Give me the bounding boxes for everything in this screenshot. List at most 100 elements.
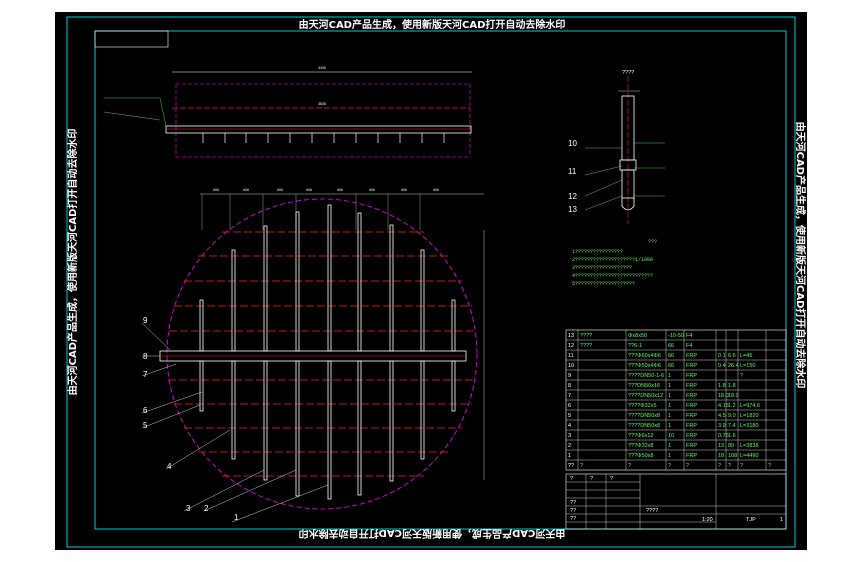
watermark-right: 由天河CAD产品生成，使用新版天河CAD打开自动去除水印	[794, 122, 807, 389]
table-cell: ?	[628, 463, 631, 469]
table-cell: ????DN50-1-6	[628, 373, 664, 379]
title-mark: ??	[570, 508, 576, 514]
table-cell: FRP	[686, 413, 697, 419]
table-cell: 26.4	[728, 363, 739, 369]
table-row: ??????????	[568, 463, 771, 469]
table-cell: 12	[568, 343, 574, 349]
table-cell: 1	[668, 423, 671, 429]
table-cell: 6	[568, 403, 571, 409]
plan-dimension-marks: #0# #0# #0# #0# #0# #0# #0# #0#	[213, 188, 439, 192]
table-cell: ??	[568, 463, 574, 469]
table-cell: ???Φ50x8	[628, 453, 654, 459]
callout: 6	[143, 406, 148, 415]
table-cell: ?	[768, 463, 771, 469]
callout: 12	[568, 192, 577, 201]
corner-box	[94, 30, 169, 48]
elevation-view: 4490 3838	[103, 66, 472, 158]
table-cell: 2	[568, 443, 571, 449]
table-cell: 1	[668, 403, 671, 409]
outer-frame	[66, 16, 796, 548]
table-cell: 1.6	[728, 433, 736, 439]
table-cell: FRP	[686, 403, 697, 409]
callout: 8	[143, 352, 148, 361]
table-cell: 1	[668, 453, 671, 459]
callout: 4	[167, 462, 172, 471]
table-cell: 13	[568, 333, 574, 339]
table-cell: 3	[568, 433, 571, 439]
table-cell: FRP	[686, 453, 697, 459]
table-cell: ???Φ6x12	[628, 433, 654, 439]
table-cell: ?	[686, 463, 689, 469]
table-cell: F4	[686, 333, 692, 339]
title-block: ? ? ? ?? ?? ?? ???? 1:20 TJP 1	[565, 473, 787, 530]
table-cell: L=974.6	[740, 403, 760, 409]
table-cell: FRP	[686, 363, 697, 369]
table-cell: ????DN50x8	[628, 423, 660, 429]
title-ratio: 1:20	[702, 517, 713, 523]
table-cell: 18.0	[718, 393, 729, 399]
svg-text:#0#: #0#	[433, 188, 439, 192]
table-cell: ?	[668, 463, 671, 469]
table-cell: 7.4	[728, 423, 736, 429]
table-cell: 18	[718, 453, 724, 459]
table-cell: 1.8	[728, 383, 736, 389]
table-cell: ???Φ50x4Φ6	[628, 363, 661, 369]
table-cell: 108	[728, 453, 737, 459]
table-cell: ?	[728, 463, 731, 469]
table-cell: 0.1	[718, 353, 726, 359]
svg-text:#0#: #0#	[277, 188, 283, 192]
table-cell: ??6-1	[628, 343, 642, 349]
watermark-bottom: 由天河CAD产品生成，使用新版天河CAD打开自动去除水印	[299, 527, 566, 540]
table-cell: ?	[740, 463, 743, 469]
table-cell: ?	[740, 373, 743, 379]
table-cell: 1	[668, 373, 671, 379]
callout: 3	[186, 504, 191, 513]
table-cell: 1	[568, 453, 571, 459]
notes-title: ???	[648, 239, 657, 245]
callout: 11	[568, 167, 577, 176]
table-cell: ????DN50x8	[628, 413, 660, 419]
notes-line: 3???????????????????	[572, 265, 632, 271]
table-cell: ???DN50x16	[628, 383, 660, 389]
lower-branch-pipes	[199, 360, 456, 500]
table-cell: 66	[668, 353, 674, 359]
svg-text:#0#: #0#	[243, 188, 249, 192]
table-cell: 9	[568, 373, 571, 379]
watermark-top: 由天河CAD产品生成，使用新版天河CAD打开自动去除水印	[299, 18, 566, 31]
main-callouts: 9 8 7 6 5 4 3 2 1	[143, 316, 239, 522]
table-cell: 1	[668, 393, 671, 399]
table-cell: ?	[718, 463, 721, 469]
table-cell: 1.2	[728, 403, 736, 409]
table-cell: 10	[668, 433, 674, 439]
detail-top-label: ????	[622, 70, 634, 76]
detail-view	[584, 76, 665, 224]
table-cell: 66	[668, 343, 674, 349]
callout: 13	[568, 205, 577, 214]
table-cell: 4	[568, 423, 571, 429]
callout: 1	[234, 513, 239, 522]
table-cell: 4.5	[718, 413, 726, 419]
table-cell: L=4490	[740, 453, 759, 459]
title-mark: ??	[570, 516, 576, 522]
table-cell: 1	[668, 383, 671, 389]
svg-text:#0#: #0#	[337, 188, 343, 192]
table-cell: FRP	[686, 383, 697, 389]
table-cell: FRP	[686, 393, 697, 399]
table-cell: 0.4	[718, 363, 726, 369]
technical-notes: ??? 1???????????????? 2?????????????????…	[572, 239, 657, 287]
title-mark: ?	[610, 476, 613, 482]
table-cell: F4	[686, 343, 692, 349]
leader-lines	[141, 322, 329, 523]
table-cell: ?	[580, 463, 583, 469]
notes-line: 5????????????????????	[572, 281, 635, 287]
